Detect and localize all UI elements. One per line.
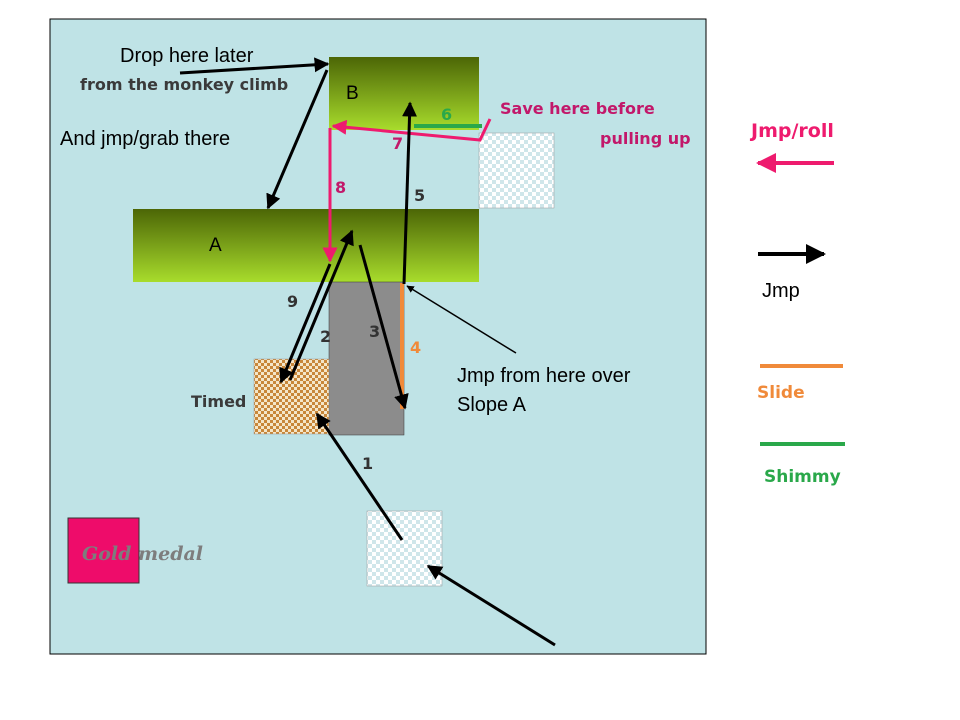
block-a [133, 209, 479, 282]
drop-annotation-line2: from the monkey climb [80, 75, 288, 94]
jmp-route-9 [279, 263, 332, 384]
step-4: 4 [410, 338, 421, 357]
step-1: 1 [362, 454, 373, 473]
timed-tile [253, 358, 330, 435]
jmp-arrow-drop-to-a [266, 69, 329, 210]
step-5: 5 [414, 186, 425, 205]
jmp-roll-route-7 [331, 118, 492, 142]
step-7: 7 [392, 134, 403, 153]
jmp-from-annotation-line2: Slope A [457, 394, 527, 416]
jmp-from-here-pointer [406, 285, 517, 354]
checker-tile-right [478, 132, 555, 209]
jmp-route-1 [315, 412, 404, 541]
block-a-label: A [209, 235, 222, 256]
timed-label: Timed [191, 392, 246, 411]
legend-jmp-roll-label: Jmp/roll [749, 120, 834, 142]
gold-medal-label: Gold medal [82, 543, 203, 565]
jmp-from-annotation-line1: Jmp from here over [457, 365, 631, 387]
step-6: 6 [441, 105, 452, 124]
jmp-route-3 [358, 244, 409, 410]
jmp-grab-annotation: And jmp/grab there [60, 128, 230, 150]
gold-medal-marker [67, 517, 140, 584]
jmp-route-5 [402, 101, 418, 285]
jmp-route-2 [288, 229, 354, 381]
step-2: 2 [320, 327, 331, 346]
block-b [329, 57, 479, 130]
step-8: 8 [335, 178, 346, 197]
step-9: 9 [287, 292, 298, 311]
checker-tile-bottom [366, 510, 443, 587]
drop-annotation-line1: Drop here later [120, 45, 254, 67]
jmp-arrow-drop [179, 57, 330, 75]
step-3: 3 [369, 322, 380, 341]
block-b-label: B [346, 83, 359, 104]
legend-slide-label: Slide [757, 383, 805, 403]
legend-shimmy-label: Shimmy [764, 467, 841, 487]
jmp-arrow-entry [426, 564, 556, 647]
save-annotation-line1: Save here before [500, 99, 655, 118]
save-annotation-line2: pulling up [600, 129, 691, 148]
legend-jmp-label: Jmp [762, 280, 800, 302]
